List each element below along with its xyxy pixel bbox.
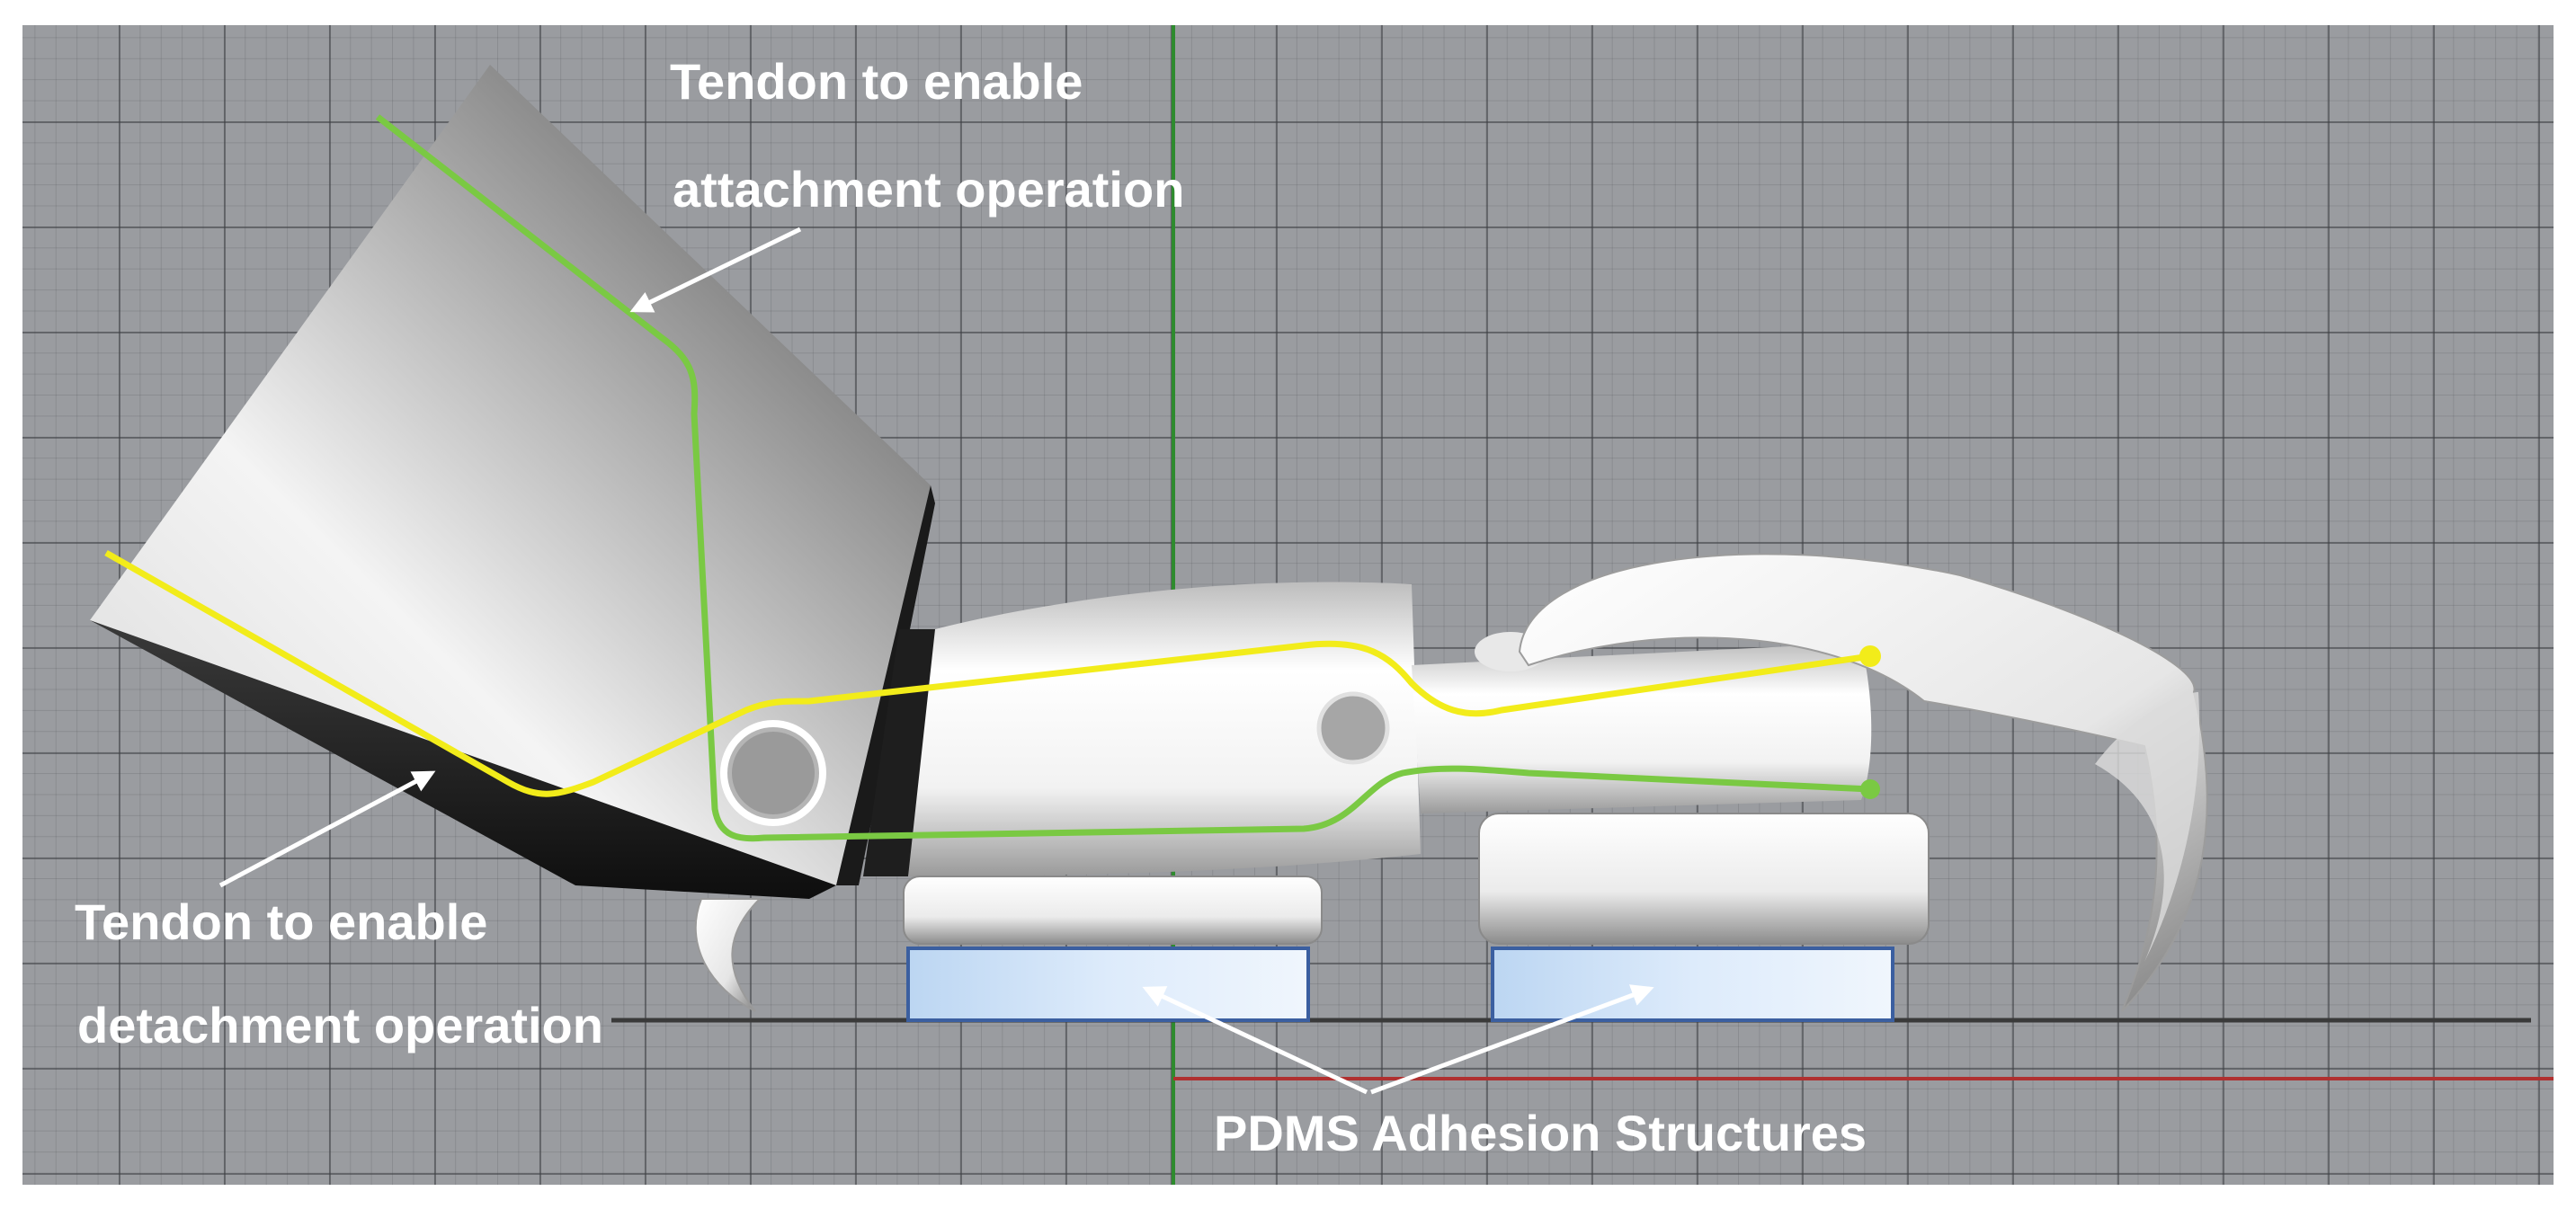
pdms-pad-front bbox=[1491, 947, 1894, 1022]
front-hook-claw bbox=[1518, 553, 2208, 1012]
front-pad bbox=[1478, 813, 1930, 945]
attachment-tendon bbox=[375, 114, 1871, 842]
detachment-label-arrow bbox=[218, 770, 436, 888]
pdms-label-arrow-left bbox=[1142, 986, 1368, 1095]
attachment-label-line1: Tendon to enable bbox=[670, 53, 1083, 110]
detachment-tendon bbox=[104, 549, 1871, 797]
palm-joint-hole-inner bbox=[732, 732, 815, 814]
proximal-segment bbox=[863, 582, 1421, 876]
proximal-joint-hole bbox=[1316, 691, 1390, 765]
attachment-tendon-anchor bbox=[1860, 779, 1880, 799]
pdms-pad-rear bbox=[906, 947, 1310, 1022]
rear-pad bbox=[903, 876, 1323, 945]
attachment-label-line2: attachment operation bbox=[673, 161, 1184, 218]
detachment-label-line2: detachment operation bbox=[77, 997, 603, 1053]
detachment-label-line1: Tendon to enable bbox=[75, 893, 487, 950]
pdms-label-arrow-right bbox=[1370, 984, 1654, 1095]
detachment-tendon-anchor bbox=[1859, 645, 1881, 667]
rear-claw bbox=[694, 898, 762, 1012]
front-hook-claw-underside bbox=[2095, 692, 2200, 962]
attachment-label-arrow bbox=[629, 227, 802, 313]
pdms-label: PDMS Adhesion Structures bbox=[1214, 1105, 1867, 1161]
